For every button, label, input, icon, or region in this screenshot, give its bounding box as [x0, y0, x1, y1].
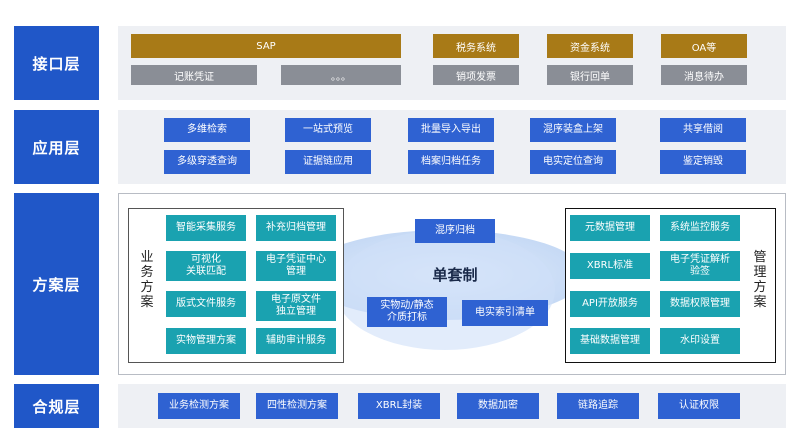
layer-label-application: 应用层 [14, 110, 99, 184]
comp-data-encrypt[interactable]: 数据加密 [457, 393, 539, 419]
biz-original-file[interactable]: 电子原文件 独立管理 [256, 291, 336, 321]
center-title: 单套制 [432, 266, 478, 284]
interface-fund-system[interactable]: 资金系统 [547, 34, 633, 58]
app-multilevel-query[interactable]: 多级穿透查询 [164, 150, 250, 174]
biz-audit-service[interactable]: 辅助审计服务 [256, 328, 336, 354]
layer-label-solution: 方案层 [14, 193, 99, 375]
interface-more[interactable]: 。。。 [281, 65, 401, 85]
app-multi-search[interactable]: 多维检索 [164, 118, 250, 142]
app-batch-import-export[interactable]: 批量导入导出 [408, 118, 494, 142]
interface-oa[interactable]: OA等 [661, 34, 747, 58]
center-mixed-archive[interactable]: 混序归档 [415, 219, 495, 243]
biz-smart-collect[interactable]: 智能采集服务 [166, 215, 246, 241]
interface-voucher[interactable]: 记账凭证 [131, 65, 257, 85]
mgmt-voucher-parse[interactable]: 电子凭证解析 验签 [660, 251, 740, 281]
layer-label-compliance: 合规层 [14, 384, 99, 428]
app-shared-borrowing[interactable]: 共享借阅 [660, 118, 746, 142]
management-solution-label: 管理方案 [753, 250, 767, 310]
center-media-tagging[interactable]: 实物动/静态 介质打标 [367, 297, 447, 327]
biz-supplement-archive[interactable]: 补充归档管理 [256, 215, 336, 241]
mgmt-data-permission[interactable]: 数据权限管理 [660, 291, 740, 317]
comp-four-check[interactable]: 四性检测方案 [256, 393, 338, 419]
biz-visual-match[interactable]: 可视化 关联匹配 [166, 251, 246, 281]
comp-business-check[interactable]: 业务检测方案 [158, 393, 240, 419]
business-solution-label: 业务方案 [140, 250, 154, 310]
biz-voucher-center[interactable]: 电子凭证中心 管理 [256, 251, 336, 281]
layer-label-interface: 接口层 [14, 26, 99, 100]
comp-xbrl-package[interactable]: XBRL封装 [358, 393, 440, 419]
app-evidence-chain[interactable]: 证据链应用 [285, 150, 371, 174]
app-appraisal-destroy[interactable]: 鉴定销毁 [660, 150, 746, 174]
interface-message-todo[interactable]: 消息待办 [661, 65, 747, 85]
mgmt-monitoring[interactable]: 系统监控服务 [660, 215, 740, 241]
center-index-list[interactable]: 电实索引清单 [462, 300, 548, 326]
app-mixed-boxing[interactable]: 混序装盒上架 [530, 118, 616, 142]
comp-trace[interactable]: 链路追踪 [557, 393, 639, 419]
biz-physical-mgmt[interactable]: 实物管理方案 [166, 328, 246, 354]
interface-bank-receipt[interactable]: 银行回单 [547, 65, 633, 85]
mgmt-api-open[interactable]: API开放服务 [570, 291, 650, 317]
interface-sap[interactable]: SAP [131, 34, 401, 58]
interface-sales-invoice[interactable]: 销项发票 [433, 65, 519, 85]
interface-tax-system[interactable]: 税务系统 [433, 34, 519, 58]
biz-layout-file[interactable]: 版式文件服务 [166, 291, 246, 317]
mgmt-xbrl-standard[interactable]: XBRL标准 [570, 253, 650, 279]
app-one-stop-preview[interactable]: 一站式预览 [285, 118, 371, 142]
comp-auth-permission[interactable]: 认证权限 [658, 393, 740, 419]
app-location-query[interactable]: 电实定位查询 [530, 150, 616, 174]
mgmt-watermark[interactable]: 水印设置 [660, 328, 740, 354]
mgmt-metadata[interactable]: 元数据管理 [570, 215, 650, 241]
app-archive-task[interactable]: 档案归档任务 [408, 150, 494, 174]
mgmt-base-data[interactable]: 基础数据管理 [570, 328, 650, 354]
